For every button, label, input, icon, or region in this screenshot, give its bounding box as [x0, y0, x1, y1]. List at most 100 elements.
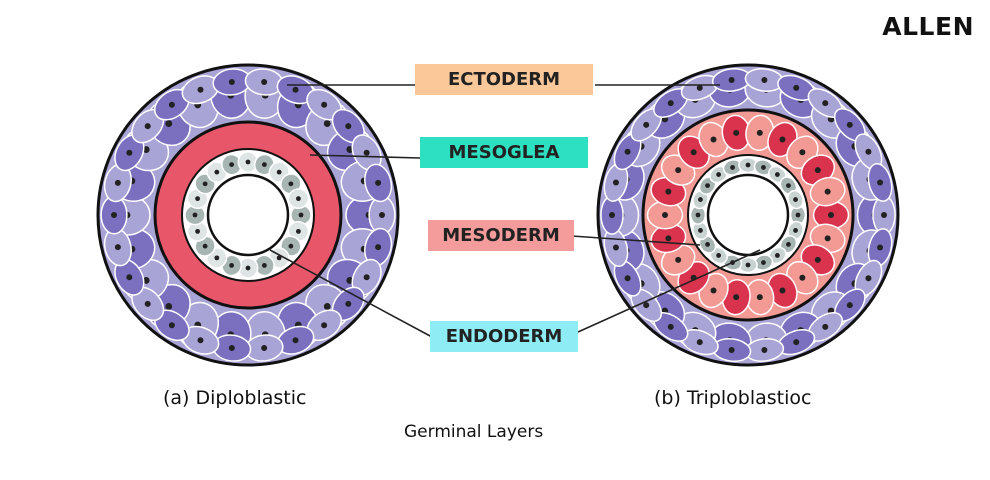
mesoderm-nucleus [733, 294, 740, 301]
endoderm-left-nucleus [195, 196, 200, 202]
endoderm-right-nucleus [705, 183, 710, 189]
mesoderm-nucleus [710, 136, 717, 143]
endoderm-left-nucleus [276, 169, 282, 175]
ectoderm-cells-left [100, 68, 396, 362]
endoderm-right-nucleus [774, 172, 780, 177]
ectoderm-cells-right [600, 68, 896, 362]
ectoderm-right-outer-nucleus [667, 323, 674, 330]
ectoderm-left-nucleus [346, 277, 354, 284]
ectoderm-left-outer-nucleus [228, 78, 235, 85]
ectoderm-left-outer-nucleus [375, 179, 382, 186]
ectoderm-right-outer-nucleus [728, 347, 735, 354]
endoderm-left-nucleus [202, 243, 208, 249]
endoderm-left-nucleus [288, 181, 294, 187]
ectoderm-right-outer-nucleus [643, 302, 650, 309]
mesoglea-line [309, 154, 421, 159]
ectoderm-right-outer-nucleus [612, 179, 619, 186]
ectoderm-left-outer-nucleus [114, 179, 121, 186]
endoderm-line-right [577, 249, 761, 333]
ectoderm-left-outer-nucleus [292, 337, 299, 344]
ectoderm-left-nucleus [165, 303, 173, 310]
ectoderm-right-outer-nucleus [881, 212, 887, 218]
mesoderm-nucleus [824, 235, 831, 242]
ectoderm-left-nucleus [142, 146, 150, 153]
ectoderm-right-outer-nucleus [728, 76, 735, 83]
ectoderm-left-outer-nucleus [228, 345, 235, 352]
ectoderm-left-outer-nucleus [345, 123, 352, 130]
mesoderm-nucleus [814, 167, 821, 174]
mesoderm-nucleus [756, 294, 763, 301]
mesoderm-nucleus [779, 287, 786, 294]
ectoderm-right-outer-nucleus [667, 100, 674, 107]
ectoderm-left-outer-nucleus [345, 300, 352, 307]
ectoderm-right-outer-nucleus [624, 148, 631, 155]
ectoderm-left-nucleus [165, 120, 173, 127]
endoderm-left-nucleus [261, 162, 267, 167]
endoderm-left-nucleus [192, 212, 198, 218]
ectoderm-left-outer-nucleus [321, 101, 328, 108]
endoderm-left-nucleus [245, 265, 251, 271]
ectoderm-left-outer-nucleus [126, 274, 133, 281]
ectoderm-right-outer-nucleus [877, 179, 884, 186]
figure-title: Germinal Layers [404, 422, 544, 442]
ectoderm-right-outer-nucleus [846, 302, 853, 309]
endoderm-right-nucleus [745, 162, 751, 168]
ectoderm-right-outer-nucleus [865, 275, 872, 282]
diploblastic-caption: (a) Diploblastic [163, 387, 307, 409]
mesoderm-label: MESODERM [428, 220, 574, 251]
ectoderm-left-nucleus [346, 146, 354, 153]
endoderm-right-nucleus [786, 183, 791, 189]
mesoderm-nucleus [799, 274, 806, 281]
ectoderm-left-nucleus [323, 120, 331, 127]
endoderm-cells-right [689, 156, 807, 274]
allen-logo: ALLEN [882, 12, 974, 41]
endoderm-right-nucleus [745, 262, 751, 268]
endoderm-left-nucleus [298, 212, 304, 218]
mesoderm-nucleus [690, 149, 697, 156]
endoderm-left-nucleus [245, 159, 251, 165]
mesoglea-label: MESOGLEA [420, 137, 588, 168]
ectoderm-left-outer-nucleus [363, 149, 370, 156]
mesoderm-nucleus [756, 129, 763, 136]
ectoderm-left-outer-nucleus [292, 86, 299, 93]
mesoderm-nucleus [779, 136, 786, 143]
mesoderm-nucleus [675, 256, 682, 263]
ectoderm-left-outer-nucleus [197, 86, 204, 93]
ectoderm-right-outer-nucleus [761, 347, 768, 354]
ectoderm-right-outer-nucleus [612, 244, 619, 251]
ectoderm-right-outer-nucleus [643, 121, 650, 128]
mesoderm-nucleus [675, 167, 682, 174]
gut-cavity-left [206, 173, 290, 257]
ectoderm-left-outer-nucleus [261, 78, 268, 85]
mesoderm-nucleus [665, 188, 672, 195]
endoderm-right-nucleus [695, 212, 701, 218]
ectoderm-left-nucleus [323, 303, 331, 310]
mesoderm-nucleus [828, 212, 834, 218]
ectoderm-right-outer-nucleus [877, 244, 884, 251]
ectoderm-left-outer-nucleus [144, 123, 151, 130]
endoderm-right-nucleus [698, 228, 703, 233]
endoderm-left-nucleus [261, 263, 267, 268]
endoderm-right-nucleus [716, 253, 722, 258]
mesoderm-nucleus [710, 287, 717, 294]
ectoderm-left-outer-nucleus [379, 212, 385, 218]
endoderm-right-nucleus [716, 172, 722, 177]
ectoderm-right-outer-nucleus [865, 148, 872, 155]
mesoderm-nucleus [733, 129, 740, 136]
mesoderm-nucleus [799, 149, 806, 156]
ectoderm-left-outer-nucleus [363, 274, 370, 281]
ectoderm-left-nucleus [142, 277, 150, 284]
mesoderm-nucleus [814, 256, 821, 263]
ectoderm-left-outer-nucleus [168, 322, 175, 329]
ectoderm-right-outer-nucleus [609, 212, 615, 218]
endoderm-left-nucleus [288, 243, 294, 249]
ectoderm-right-outer-nucleus [822, 100, 829, 107]
ectoderm-left-outer-nucleus [168, 101, 175, 108]
triploblastic-organism [596, 63, 900, 367]
endoderm-right-nucleus [705, 241, 710, 247]
ectoderm-left-outer-nucleus [144, 300, 151, 307]
endoderm-left-nucleus [229, 162, 235, 167]
endoderm-right-nucleus [795, 212, 801, 218]
endoderm-right-nucleus [793, 197, 798, 202]
